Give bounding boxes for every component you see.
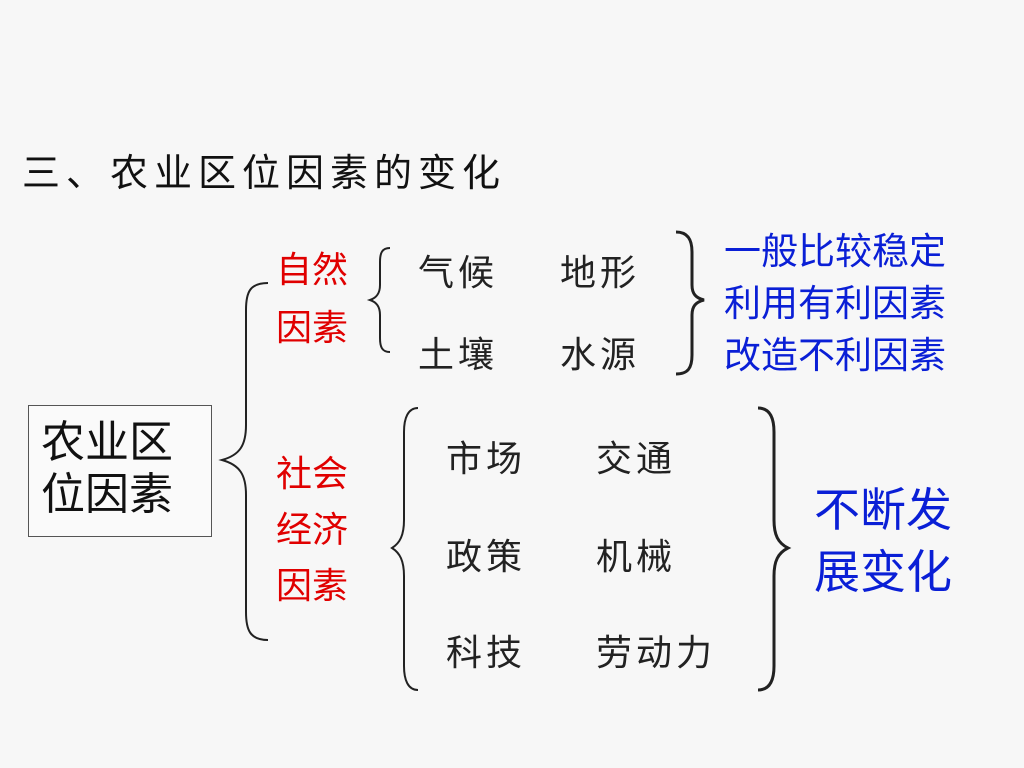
social-label-line2: 经济 bbox=[276, 510, 349, 551]
social-label-line1: 社会 bbox=[276, 454, 349, 495]
social-item-policy: 政策 bbox=[446, 537, 527, 578]
social-item-labor: 劳动力 bbox=[596, 633, 717, 674]
natural-item-soil: 土壤 bbox=[418, 335, 499, 376]
social-item-machinery: 机械 bbox=[596, 537, 677, 578]
natural-label-line2: 因素 bbox=[276, 308, 349, 349]
social-item-market: 市场 bbox=[446, 439, 527, 480]
root-brace bbox=[218, 282, 269, 641]
root-label-line2: 位因素 bbox=[41, 469, 173, 520]
root-label-line1: 农业区 bbox=[41, 417, 173, 468]
social-item-transport: 交通 bbox=[596, 439, 677, 480]
natural-left-brace bbox=[366, 247, 391, 353]
social-left-brace bbox=[390, 407, 419, 691]
natural-result-line1: 一般比较稳定 bbox=[724, 230, 946, 273]
social-right-brace bbox=[757, 406, 792, 692]
natural-label-line1: 自然 bbox=[276, 250, 349, 291]
natural-result-line3: 改造不利因素 bbox=[724, 334, 946, 377]
natural-item-water: 水源 bbox=[560, 335, 641, 376]
natural-result-line2: 利用有利因素 bbox=[724, 282, 946, 325]
slide-title: 三、农业区位因素的变化 bbox=[22, 151, 507, 195]
natural-item-terrain: 地形 bbox=[560, 253, 641, 294]
root-box: 农业区 位因素 bbox=[28, 405, 212, 537]
social-item-technology: 科技 bbox=[446, 633, 527, 674]
natural-right-brace bbox=[675, 230, 705, 376]
social-result-line2: 展变化 bbox=[814, 545, 952, 599]
social-result-line1: 不断发 bbox=[814, 483, 952, 537]
natural-item-climate: 气候 bbox=[418, 253, 499, 294]
social-label-line3: 因素 bbox=[276, 566, 349, 607]
